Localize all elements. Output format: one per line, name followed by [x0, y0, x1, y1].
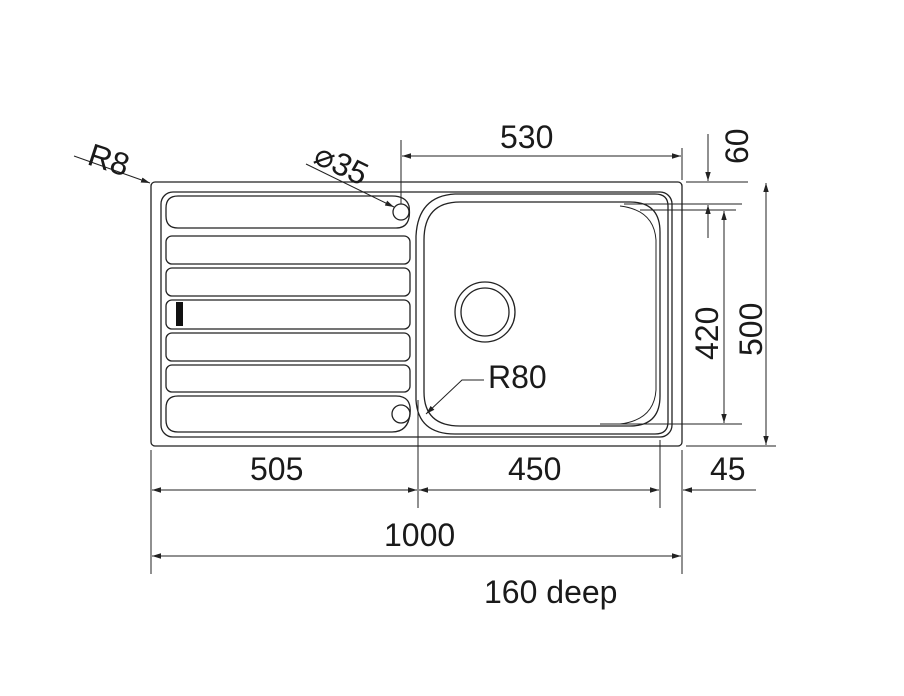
- drainer-rib: [165, 364, 411, 393]
- sink-inner-rim: [160, 191, 673, 438]
- overflow-slot: [176, 302, 183, 326]
- waste-outlet-inner: [460, 287, 510, 337]
- dim-530-text: 530: [500, 119, 553, 155]
- bowl-outer-edge: [415, 193, 669, 435]
- drainer-area: [165, 195, 411, 433]
- dim-1000-text: 1000: [384, 517, 455, 553]
- dim-500-text: 500: [733, 303, 769, 356]
- drainer-rib: [165, 235, 411, 265]
- drainer-bottom-panel: [165, 395, 411, 433]
- drainer-top-panel: [165, 195, 411, 229]
- drainer-rib: [165, 299, 411, 330]
- tap-hole: [392, 203, 410, 221]
- dim-420-text: 420: [689, 307, 725, 360]
- r80-leader: [425, 379, 484, 415]
- dim-45-text: 45: [710, 451, 746, 487]
- depth-note: 160 deep: [484, 574, 617, 610]
- drainer-rib: [165, 267, 411, 297]
- drainer-rib: [165, 332, 411, 362]
- dim-450-text: 450: [508, 451, 561, 487]
- dim-60-text: 60: [719, 128, 755, 164]
- r80-text: R80: [488, 359, 547, 395]
- tap-hole-leader: [305, 163, 395, 208]
- drainer-hole: [391, 404, 411, 424]
- sink-outer-outline: [150, 181, 683, 447]
- r8-leader: [73, 155, 151, 184]
- dim-505-text: 505: [250, 451, 303, 487]
- bowl-floor-edge: [619, 205, 657, 425]
- bowl-inner-edge: [423, 201, 661, 427]
- waste-outlet-outer: [454, 281, 516, 343]
- bowl: [392, 193, 669, 435]
- r8-label: R8: [84, 136, 134, 183]
- tap-hole-label: ⌀35: [309, 136, 374, 192]
